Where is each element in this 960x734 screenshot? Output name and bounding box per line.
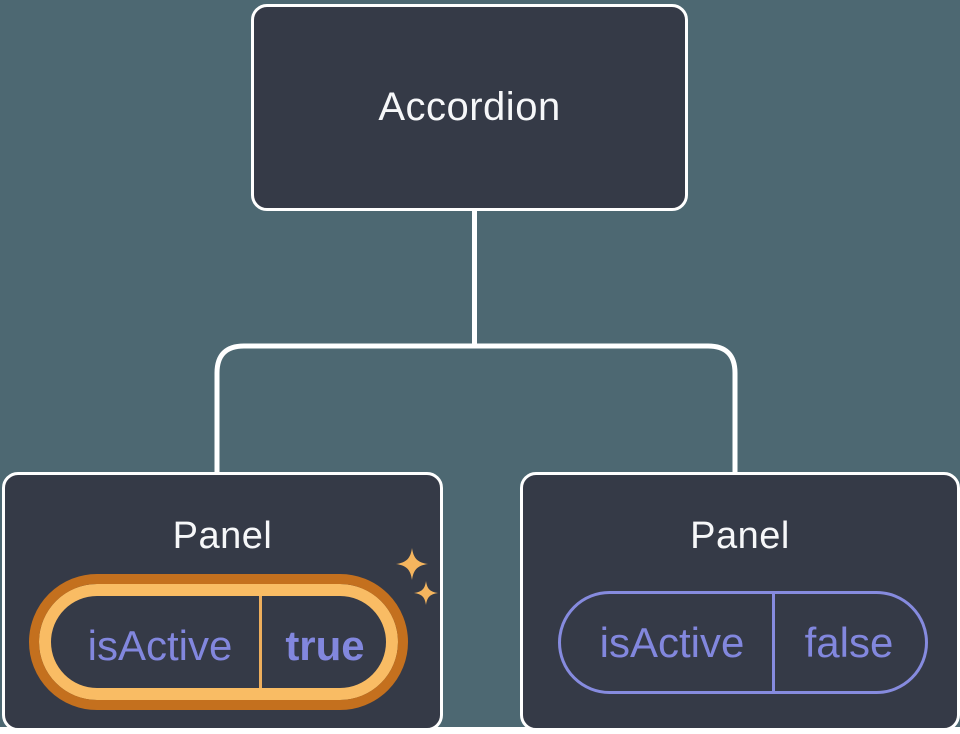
prop-name-label: isActive — [599, 619, 745, 666]
prop-pill-divider — [772, 591, 775, 694]
prop-pill-active — [29, 574, 408, 710]
prop-pill-inactive — [558, 591, 928, 694]
prop-value-label: false — [804, 619, 894, 666]
sparkle-icon — [396, 548, 438, 605]
panel-node-inactive: Panel isActive false — [520, 472, 960, 731]
prop-pill-divider — [259, 596, 262, 688]
panel-title: Panel — [690, 515, 790, 557]
prop-value-label: true — [285, 622, 365, 669]
accordion-label: Accordion — [378, 85, 561, 129]
prop-name-label: isActive — [87, 622, 233, 669]
panel-title: Panel — [172, 515, 273, 557]
accordion-node: Accordion — [251, 4, 688, 211]
panel-node-active: Panel isActive true — [2, 472, 443, 731]
bottom-edge-strip — [0, 727, 960, 734]
